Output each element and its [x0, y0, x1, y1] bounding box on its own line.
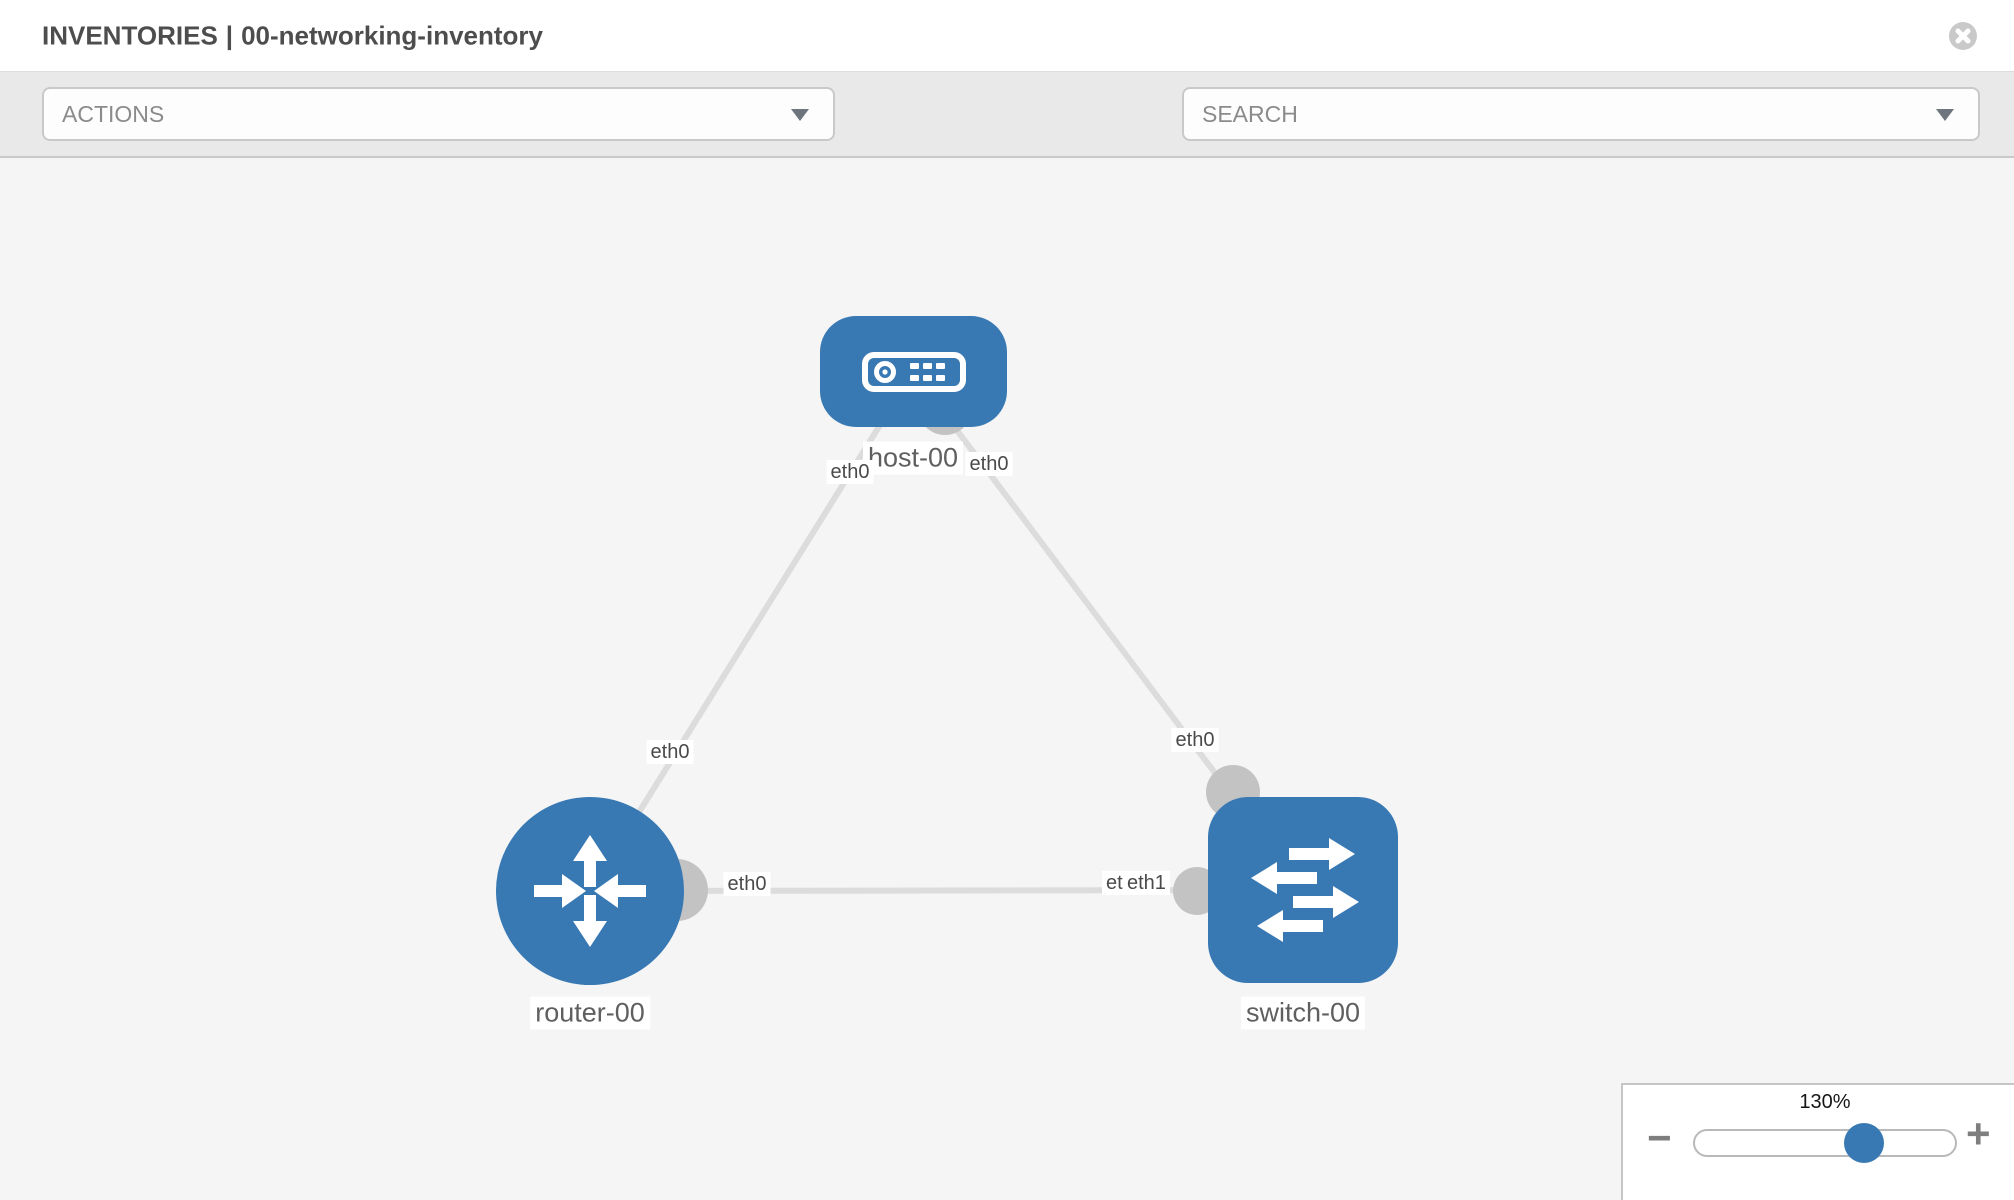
actions-dropdown[interactable]: ACTIONS: [42, 87, 835, 141]
zoom-level-label: 130%: [1799, 1091, 1851, 1113]
zoom-slider-knob[interactable]: [1844, 1123, 1884, 1163]
close-icon: [1949, 22, 1977, 50]
zoom-in-button[interactable]: +: [1966, 1110, 1991, 1157]
toolbar: ACTIONS SEARCH: [0, 71, 2014, 202]
interface-label: eth1: [1123, 871, 1170, 895]
chevron-down-icon: [1936, 109, 1954, 121]
node-label: switch-00: [1240, 996, 1366, 1030]
router-icon: [534, 835, 646, 947]
zoom-out-button[interactable]: −: [1647, 1114, 1672, 1161]
title-separator: |: [225, 20, 234, 50]
page-title: INVENTORIES|00-networking-inventory: [42, 20, 551, 51]
search-dropdown[interactable]: SEARCH: [1182, 87, 1980, 141]
switch-icon: [1251, 838, 1359, 942]
search-dropdown-label: SEARCH: [1202, 100, 1298, 127]
node-router-00[interactable]: [496, 797, 684, 985]
breadcrumb[interactable]: INVENTORIES: [42, 20, 218, 50]
interface-label: eth0: [826, 460, 874, 484]
topology-canvas[interactable]: host-00 router-00 switch-00 eth0 eth0 et…: [0, 158, 2014, 1200]
link-line-host-router: [587, 370, 916, 893]
node-label: router-00: [530, 996, 650, 1030]
interface-label: eth0: [1171, 728, 1219, 752]
node-host-00[interactable]: [820, 316, 1007, 427]
zoom-slider[interactable]: [1693, 1123, 1957, 1163]
node-label: host-00: [862, 441, 964, 475]
host-icon: [861, 351, 966, 392]
interface-label: eth0: [646, 740, 694, 764]
interface-label: eth0: [723, 872, 771, 896]
links-layer: [587, 370, 1306, 921]
chevron-down-icon: [791, 109, 809, 121]
header-bar: INVENTORIES|00-networking-inventory: [0, 0, 2014, 71]
node-switch-00[interactable]: [1208, 797, 1398, 983]
actions-dropdown-label: ACTIONS: [62, 100, 165, 127]
zoom-panel: 130% − +: [1621, 1083, 2014, 1200]
interface-label: eth0: [965, 452, 1013, 476]
close-button[interactable]: [1948, 21, 1978, 51]
inventory-name: 00-networking-inventory: [241, 20, 543, 50]
